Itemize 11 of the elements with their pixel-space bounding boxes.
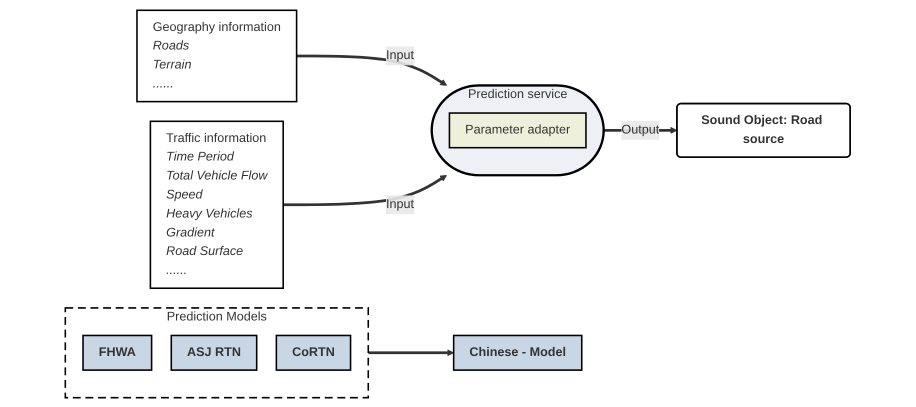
- edge-label: Input: [386, 197, 414, 211]
- arrow: [283, 174, 448, 206]
- node-box: Parameter adapter: [448, 112, 588, 148]
- node-box: ASJ RTN: [170, 334, 258, 370]
- node-box: Geography information Roads Terrain ......: [136, 9, 298, 102]
- arrow: [368, 348, 454, 356]
- node-box: CoRTN: [276, 334, 352, 370]
- edge-label: Output: [622, 122, 660, 136]
- node-box: FHWA: [82, 334, 153, 370]
- node-box: Chinese - Model: [453, 334, 583, 370]
- edge-label: Input: [386, 48, 414, 62]
